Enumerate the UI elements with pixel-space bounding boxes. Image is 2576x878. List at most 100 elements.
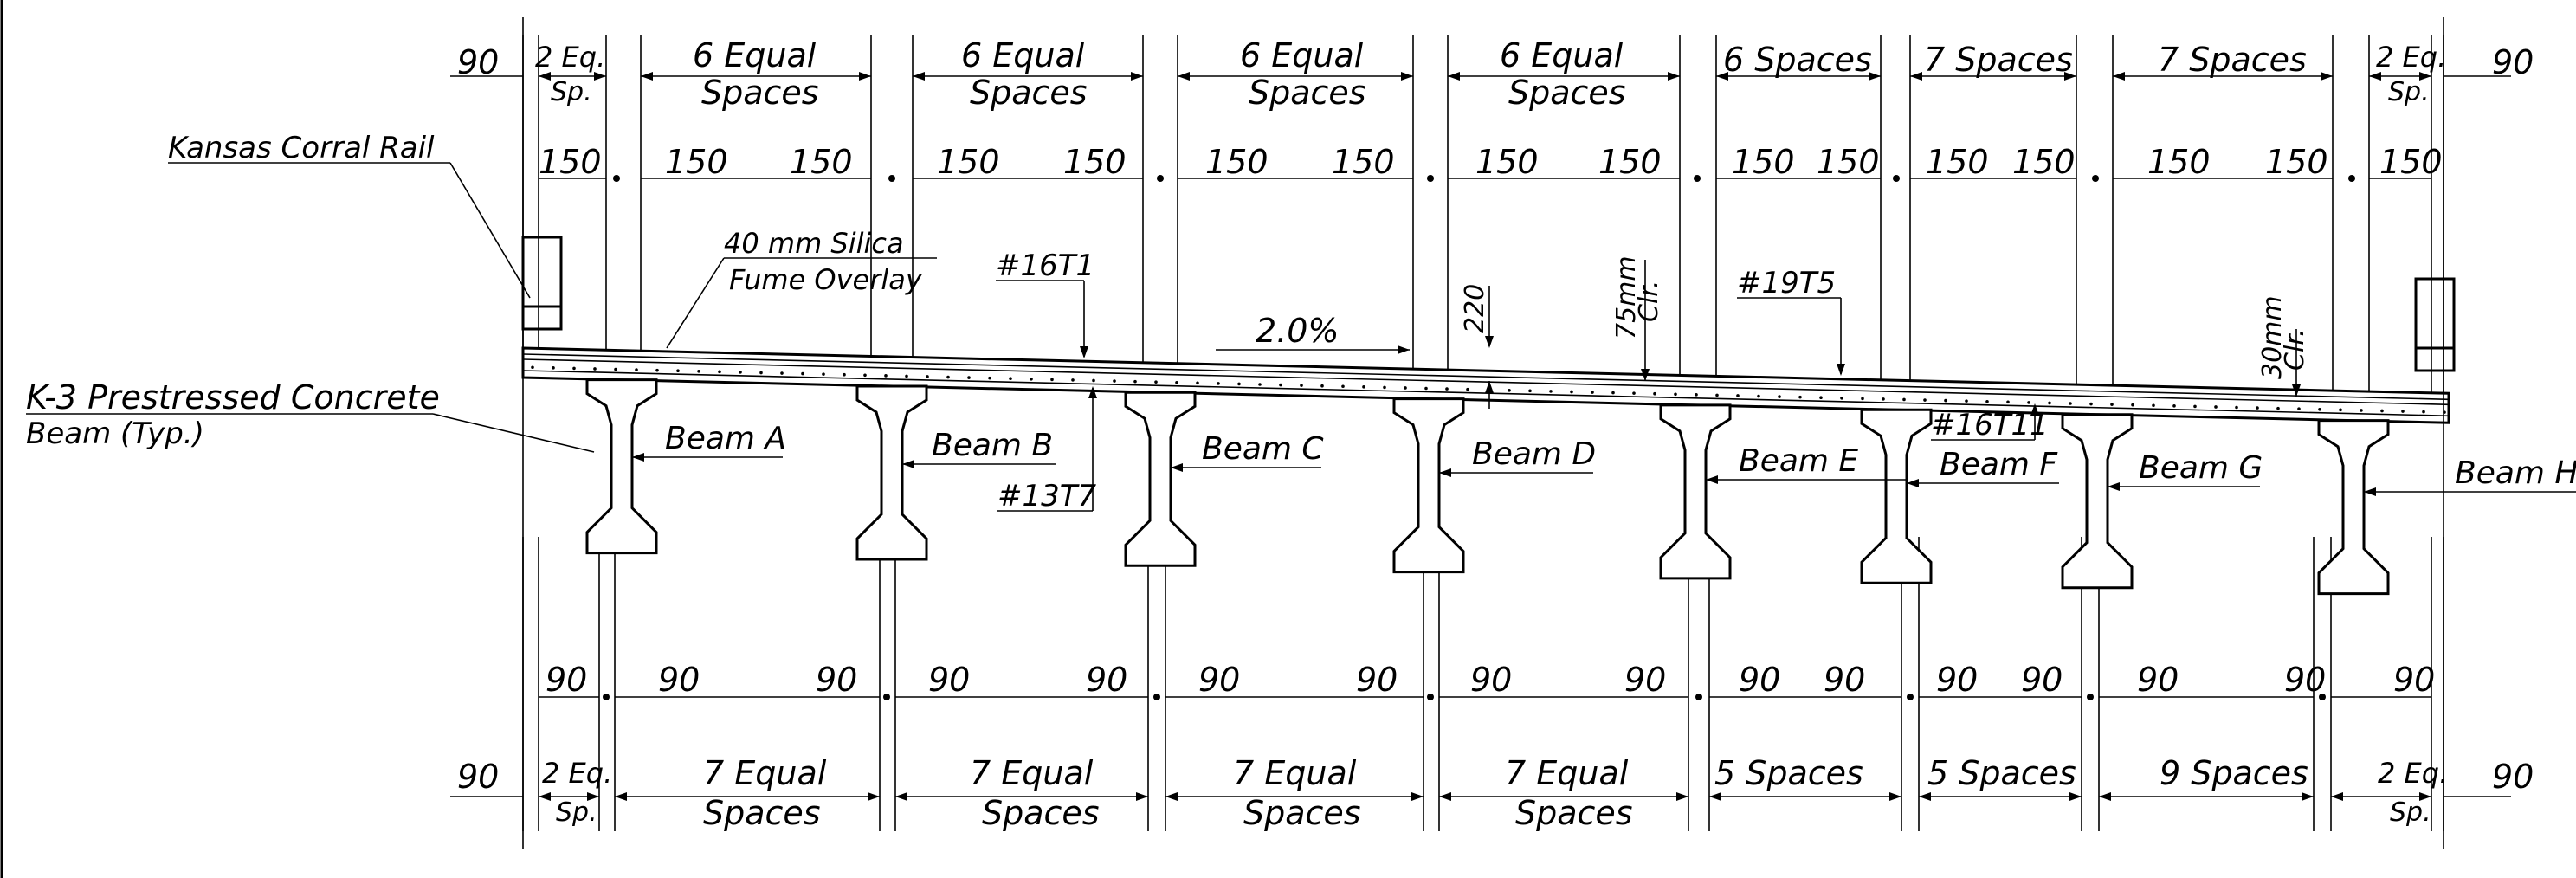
aggregate-dot [1424,386,1428,391]
aggregate-dot [1819,396,1823,400]
aggregate-dot [1071,378,1075,382]
arrowhead [1485,381,1494,393]
aggregate-dot [2360,409,2363,412]
arrowhead [2113,72,2125,81]
girder [1659,403,1732,580]
top-spacing-150: 150 [1475,143,1539,181]
arrowhead [902,460,914,468]
rebar-19T5-label: #19T5 [1737,266,1836,300]
arrowhead [1919,792,1931,801]
arrowhead [1907,479,1919,487]
top-spacing-150: 150 [2265,143,2328,181]
aggregate-dot [1237,382,1241,386]
overlay-line1: 40 mm Silica [724,227,904,260]
top-spacing-150: 150 [2379,143,2443,181]
aggregate-dot [1798,395,1802,399]
aggregate-dot [2006,400,2010,404]
aggregate-dot [1300,384,1303,387]
aggregate-dot [843,372,846,377]
bottom-rebar-line [522,370,2450,417]
aggregate-dot [1611,391,1615,395]
arrowhead [1080,346,1088,358]
top-clear-label: 75mm [1611,255,1642,339]
bottom-spacing-90: 90 [658,661,700,699]
aggregate-dot [2297,407,2301,410]
top-spacing-150: 150 [2147,143,2211,181]
dimension-dot [888,175,895,182]
dimension-dot [1695,694,1702,700]
bottom-group-4-line2: Spaces [1515,794,1633,832]
arrowhead [615,792,627,801]
top-group-8-line1: 2 Eq. [2376,41,2446,74]
beam-label-b: Beam B [932,428,1053,463]
top-spacing-150: 150 [2012,143,2076,181]
bottom-spacing-90: 90 [816,661,857,699]
girder [1860,408,1933,584]
deck-slab [521,346,2450,424]
bottom-spacing-90: 90 [2393,661,2435,699]
rail-leader [449,162,531,299]
aggregate-dot [988,376,991,380]
top-spacing-150: 150 [665,143,728,181]
aggregate-dot [697,369,700,373]
top-group-4-line1: 6 Equal [1500,36,1624,74]
arrowhead [1668,72,1680,81]
rebar-16T1-label: #16T1 [996,249,1094,283]
arrowhead [1088,386,1097,398]
top-spacing-150: 150 [1063,143,1127,181]
aggregate-dot [1840,396,1843,400]
aggregate-dot [1404,386,1407,390]
aggregate-dot [1778,395,1781,398]
aggregate-dot [531,365,534,370]
dimension-dot [1694,175,1701,182]
arrowhead [2099,792,2111,801]
aggregate-dot [2422,410,2425,414]
aggregate-dot [2256,406,2259,410]
arrowhead [1401,72,1413,81]
top-spacing-150: 150 [937,143,1000,181]
rebar-13T7-label: #13T7 [997,479,1097,513]
aggregate-dot [884,374,888,378]
aggregate-dot [1279,383,1282,387]
bottom-spacing-90: 90 [546,661,587,699]
top-rebar-line [522,358,2450,406]
bottom-group-0-line2: Sp. [556,797,597,828]
aggregate-dot [1217,382,1220,385]
aggregate-dot [1861,397,1864,401]
beam-label-a: Beam A [665,421,786,456]
beam-label-c: Beam C [1202,431,1324,467]
overlay-leader [666,257,725,349]
dimension-dot [613,175,620,182]
top-spacing-150: 150 [790,143,853,181]
aggregate-dot [1175,380,1178,384]
top-spacing-150: 150 [1205,143,1269,181]
aggregate-dot [572,366,576,371]
overlay-line2: Fume Overlay [729,263,923,296]
aggregate-dot [1050,378,1054,382]
aggregate-dot [1508,388,1511,392]
aggregate-dot [2089,402,2093,406]
aggregate-dot [593,367,597,371]
aggregate-dot [1133,379,1137,384]
top-spacing-150: 150 [1817,143,1880,181]
bottom-spacing-90: 90 [1198,661,1240,699]
arrowhead [641,72,653,81]
aggregate-dot [1258,383,1262,386]
arrowhead [594,72,606,81]
aggregate-dot [1196,381,1199,385]
aggregate-dot [1882,397,1885,401]
bottom-group-3-line2: Spaces [1243,794,1361,832]
beam-label-d: Beam D [1472,436,1596,472]
bottom-group-2-line1: 7 Equal [970,754,1094,792]
top-group-2-line1: 6 Equal [961,36,1085,74]
bottom-edge-dim-left: 90 [457,758,499,796]
aggregate-dot [1549,390,1553,393]
bottom-spacing-90: 90 [1936,661,1978,699]
rail-base [521,305,563,331]
overlay-line [522,353,2450,401]
arrowhead [2369,72,2381,81]
aggregate-dot [2318,407,2321,411]
aggregate-dot [2048,401,2051,405]
aggregate-dot [1632,391,1636,395]
